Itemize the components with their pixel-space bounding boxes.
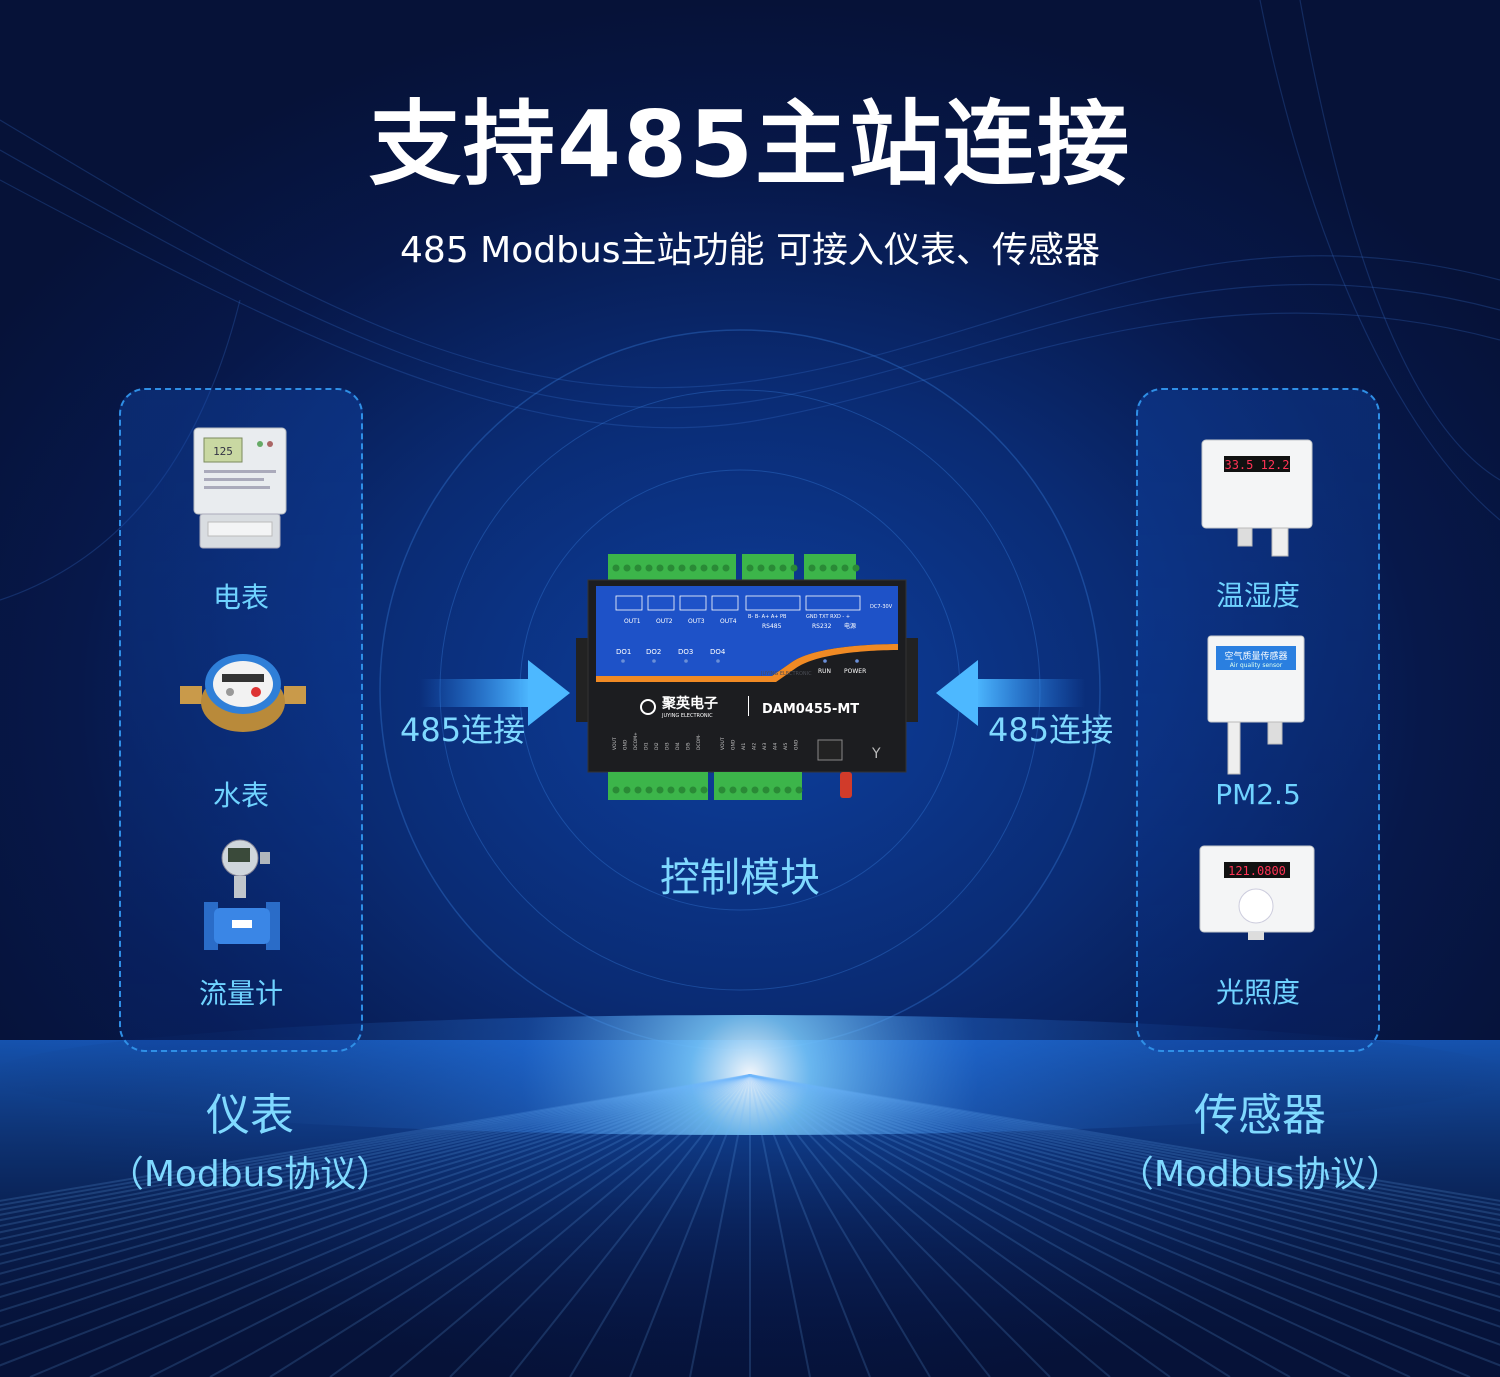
svg-text:125: 125 — [213, 445, 233, 458]
water-meter-icon — [180, 654, 306, 732]
svg-text:GND: GND — [794, 739, 800, 750]
svg-text:AI4: AI4 — [773, 743, 779, 750]
svg-text:聚英电子: 聚英电子 — [661, 695, 718, 712]
control-module-label: 控制模块 — [660, 855, 820, 901]
svg-text:DO4: DO4 — [710, 648, 726, 656]
svg-text:RS232: RS232 — [812, 623, 832, 630]
sensors-category-label: 传感器 — [1194, 1090, 1326, 1141]
control-module-image: OUT1 OUT2 OUT3 OUT4 B- B- A+ A+ PB RS485… — [576, 554, 918, 800]
svg-text:DC7-30V: DC7-30V — [870, 604, 893, 610]
svg-text:RS485: RS485 — [762, 623, 782, 630]
svg-text:AI5: AI5 — [783, 743, 789, 750]
flow-meter-icon — [204, 839, 280, 950]
svg-text:DI2: DI2 — [654, 742, 660, 750]
svg-text:RUN: RUN — [818, 668, 831, 675]
svg-text:DI3: DI3 — [665, 742, 671, 750]
svg-text:DO2: DO2 — [646, 648, 661, 656]
connection-label-left: 485连接 — [400, 711, 526, 749]
svg-text:POWER: POWER — [844, 668, 866, 675]
svg-text:DO3: DO3 — [678, 648, 693, 656]
arrow-left-icon — [936, 660, 1085, 726]
instruments-category-label: 仪表 — [206, 1090, 294, 1141]
svg-text:DI1: DI1 — [644, 742, 650, 750]
svg-text:AI2: AI2 — [752, 743, 758, 750]
svg-text:VOUT: VOUT — [612, 737, 618, 750]
svg-text:VOUT: VOUT — [720, 737, 726, 750]
svg-text:DAM0455-MT: DAM0455-MT — [762, 702, 859, 717]
svg-text:121.0800: 121.0800 — [1228, 864, 1286, 878]
device-label-temp-humidity: 温湿度 — [1215, 579, 1300, 612]
device-label-electric-meter: 电表 — [212, 581, 269, 614]
svg-text:DO1: DO1 — [616, 648, 631, 656]
device-label-flow-meter: 流量计 — [198, 977, 283, 1010]
arrow-right-icon — [420, 660, 570, 726]
temp-humidity-sensor-icon: 33.5 12.2 — [1201, 439, 1313, 557]
air-quality-sensor-icon: 空气质量传感器 Air quality sensor — [1207, 635, 1305, 775]
svg-text:DI5: DI5 — [686, 742, 692, 750]
page-title: 支持485主站连接 — [368, 91, 1132, 198]
svg-text:JUYING ELECTRONIC: JUYING ELECTRONIC — [760, 671, 812, 677]
svg-text:GND: GND — [623, 739, 629, 750]
svg-text:OUT4: OUT4 — [720, 618, 737, 625]
svg-text:电源: 电源 — [844, 622, 856, 630]
svg-text:GND: GND — [731, 739, 737, 750]
svg-text:AI1: AI1 — [741, 743, 747, 750]
instruments-protocol-label: （Modbus协议） — [107, 1154, 393, 1195]
svg-text:33.5 12.2: 33.5 12.2 — [1224, 458, 1289, 472]
svg-text:DCOM-: DCOM- — [696, 734, 702, 750]
device-label-light: 光照度 — [1215, 976, 1300, 1009]
connection-label-right: 485连接 — [988, 711, 1114, 749]
svg-text:空气质量传感器: 空气质量传感器 — [1224, 650, 1287, 662]
svg-text:DI4: DI4 — [675, 742, 681, 750]
device-label-pm25: PM2.5 — [1215, 778, 1301, 811]
svg-text:JUYING ELECTRONIC: JUYING ELECTRONIC — [661, 713, 713, 719]
electric-meter-icon: 125 — [193, 427, 287, 549]
svg-text:OUT1: OUT1 — [624, 618, 641, 625]
svg-text:OUT2: OUT2 — [656, 618, 673, 625]
svg-text:B- B- A+ A+ PB: B- B- A+ A+ PB — [748, 614, 787, 620]
svg-text:Air quality sensor: Air quality sensor — [1230, 662, 1283, 669]
device-label-water-meter: 水表 — [212, 779, 269, 812]
svg-text:GND TXT RXD - +: GND TXT RXD - + — [806, 614, 850, 620]
light-sensor-icon: 121.0800 — [1199, 845, 1315, 940]
svg-text:AI3: AI3 — [762, 743, 768, 750]
page-subtitle: 485 Modbus主站功能 可接入仪表、传感器 — [400, 230, 1100, 271]
svg-text:OUT3: OUT3 — [688, 618, 705, 625]
svg-text:DCOM+: DCOM+ — [633, 732, 639, 750]
svg-text:Y: Y — [871, 746, 881, 762]
sensors-protocol-label: （Modbus协议） — [1117, 1154, 1403, 1195]
